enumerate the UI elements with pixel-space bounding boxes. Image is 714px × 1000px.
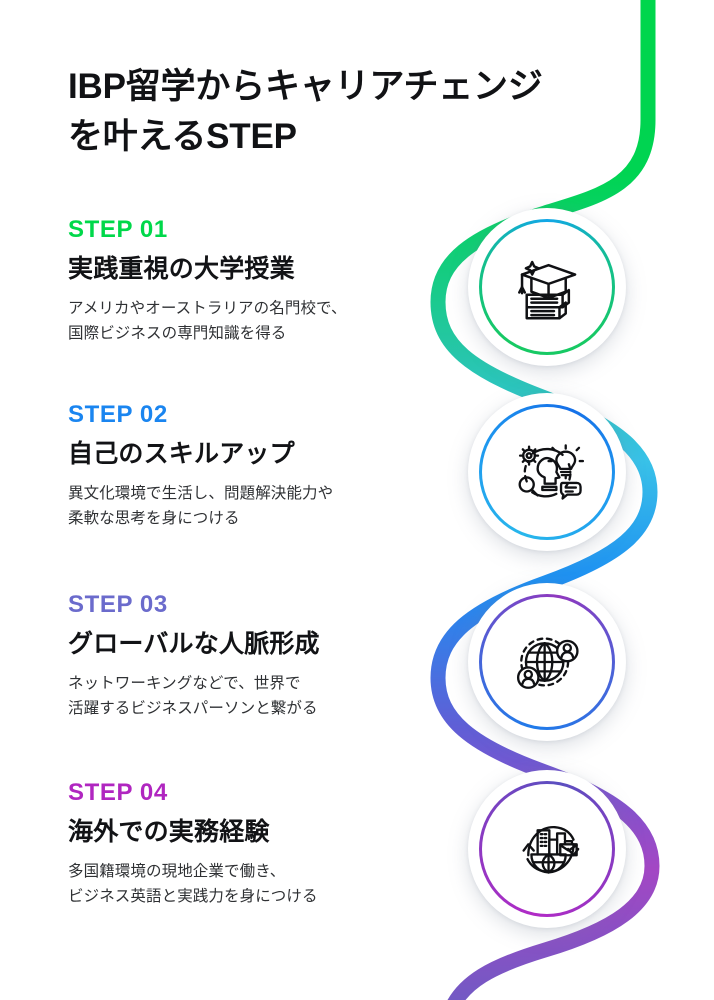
step-icon-circle-1 <box>468 208 626 366</box>
step-icon-circle-3 <box>468 583 626 741</box>
step-title-1: 実践重視の大学授業 <box>68 255 295 283</box>
step-icon-circle-4 <box>468 770 626 928</box>
step-block-4: STEP 04 海外での実務経験 多国籍環境の現地企業で働き、 ビジネス英語と実… <box>68 781 458 909</box>
step-label-3: STEP 03 <box>68 591 168 618</box>
page-title: IBP留学からキャリアチェンジ を叶えるSTEP <box>68 67 543 156</box>
circle-face-1 <box>482 222 612 352</box>
step-title-4: 海外での実務経験 <box>68 818 270 846</box>
step-block-3: STEP 03 グローバルな人脈形成 ネットワーキングなどで、世界で 活躍するビ… <box>68 593 458 721</box>
step-desc-3: ネットワーキングなどで、世界で 活躍するビジネスパーソンと繋がる <box>68 674 318 717</box>
graduation-cap-books-icon <box>518 260 577 320</box>
circle-face-3 <box>482 597 612 727</box>
step-icon-circle-2 <box>468 393 626 551</box>
circle-face-4 <box>482 784 612 914</box>
step-label-1: STEP 01 <box>68 216 168 243</box>
globe-people-network-icon <box>516 637 579 689</box>
step-desc-1: アメリカやオーストラリアの名門校で、 国際ビジネスの専門知識を得る <box>68 299 347 342</box>
step-desc-4: 多国籍環境の現地企業で働き、 ビジネス英語と実践力を身につける <box>68 862 318 905</box>
step-block-1: STEP 01 実践重視の大学授業 アメリカやオーストラリアの名門校で、 国際ビ… <box>68 218 458 346</box>
step-title-2: 自己のスキルアップ <box>68 440 295 468</box>
global-business-work-icon <box>522 825 580 874</box>
head-gear-lightbulb-icon <box>518 444 585 500</box>
step-desc-2: 異文化環境で生活し、問題解決能力や 柔軟な思考を身につける <box>68 484 334 527</box>
step-label-2: STEP 02 <box>68 401 168 428</box>
step-title-3: グローバルな人脈形成 <box>68 630 320 658</box>
step-label-4: STEP 04 <box>68 779 168 806</box>
circle-face-2 <box>482 407 612 537</box>
step-block-2: STEP 02 自己のスキルアップ 異文化環境で生活し、問題解決能力や 柔軟な思… <box>68 403 458 531</box>
